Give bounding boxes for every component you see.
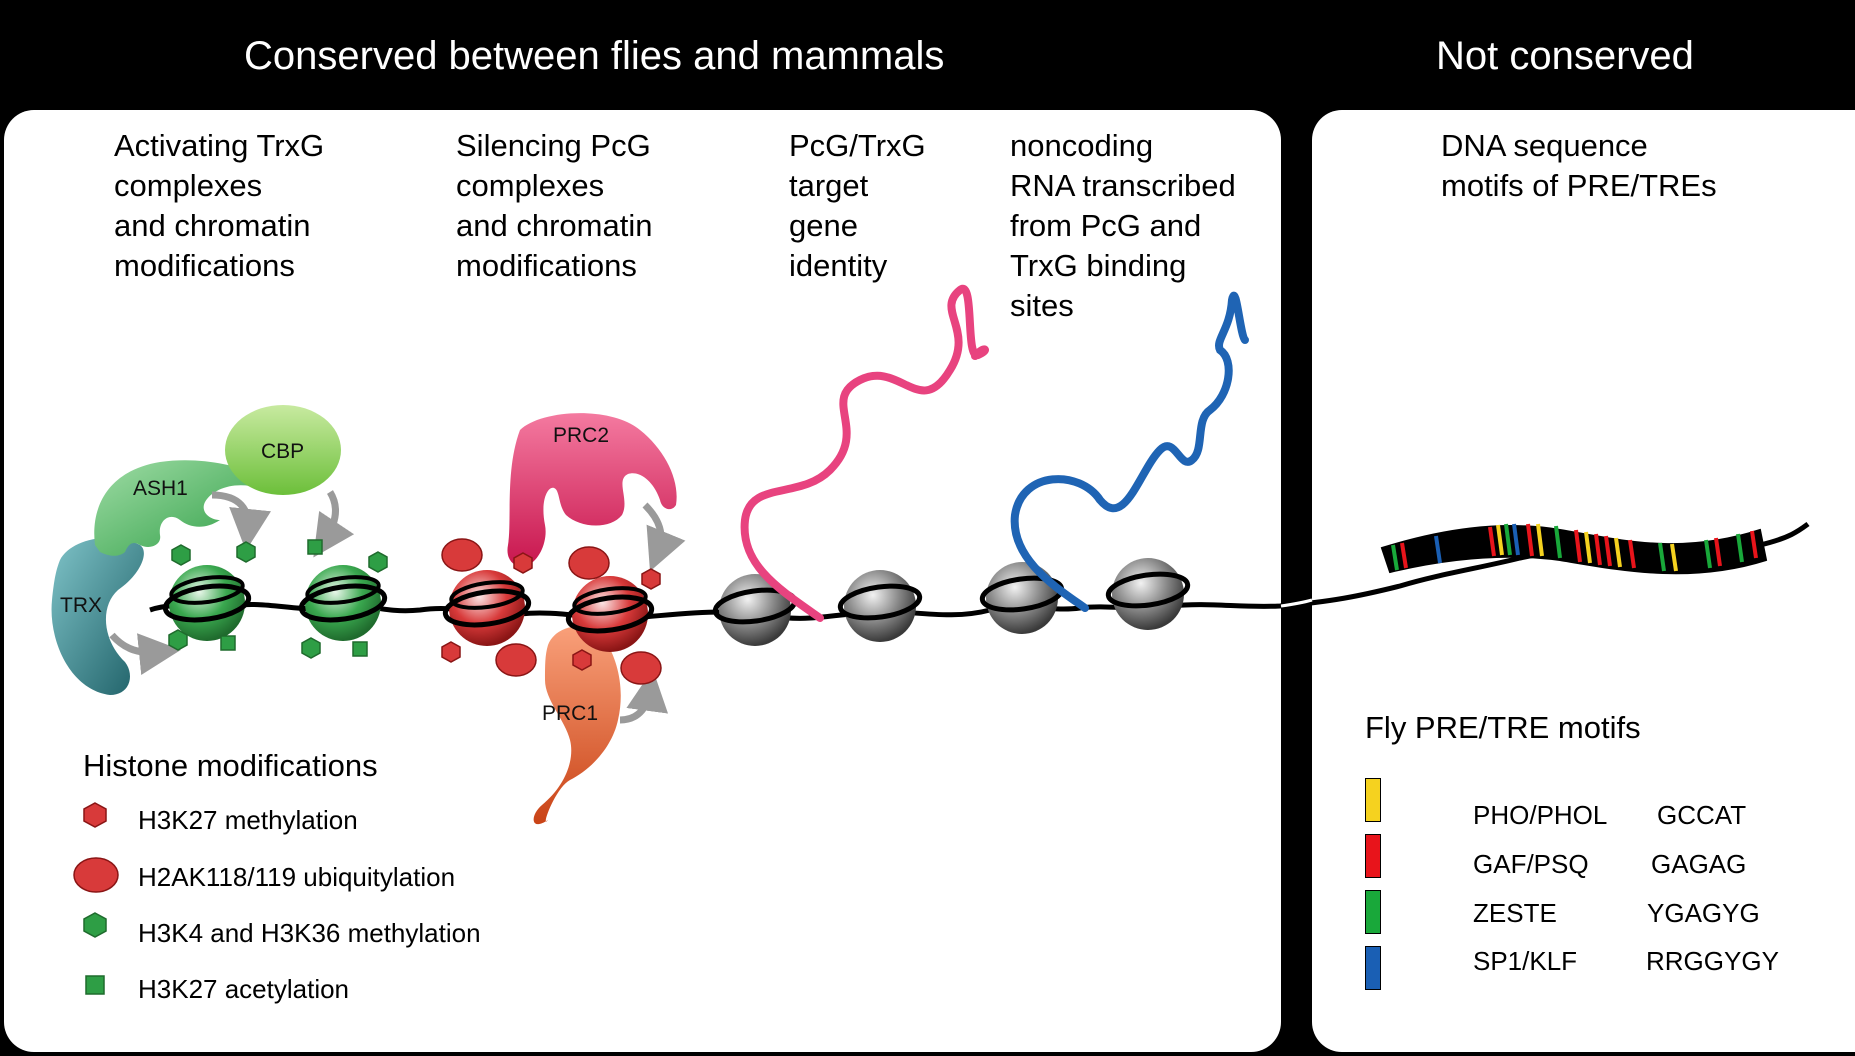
histone-legend-item-1: H3K27 methylation <box>138 805 358 835</box>
nucleosome-silenced-1 <box>442 570 532 646</box>
nucleosome-ncrna-1 <box>979 562 1065 634</box>
nucleosome-active-1 <box>162 565 252 641</box>
motif-name: ZESTE <box>1473 898 1557 928</box>
column-dna-text: DNA sequence motifs of PRE/TREs <box>1441 128 1717 203</box>
histone-legend-item-4: H3K27 acetylation <box>138 974 350 1004</box>
prc1-complex: PRC1 <box>533 626 621 825</box>
motif-bars <box>1391 523 1758 572</box>
prc2-complex: PRC2 <box>507 413 677 567</box>
panel-gap <box>1281 560 1312 620</box>
nucleosome-target-1 <box>712 574 798 646</box>
not-conserved-panel <box>1312 110 1855 1052</box>
activity-arrows <box>109 490 686 724</box>
red-hexagon-icon <box>83 802 107 828</box>
column-target-text: PcG/TrxG target gene identity <box>789 128 926 283</box>
cbp-complex: CBP <box>225 405 341 495</box>
rna-pink <box>740 284 989 622</box>
rna-blue <box>1010 292 1249 612</box>
trx-label: TRX <box>60 594 102 617</box>
trx-complex: TRX <box>51 537 144 695</box>
motif-sequence: RRGGYGY <box>1646 946 1779 976</box>
histone-legend-icons <box>73 802 119 995</box>
motif-legend-title: Fly PRE/TRE motifs <box>1365 710 1641 745</box>
histone-legend-title: Histone modifications <box>83 748 378 783</box>
motif-sequence: YGAGYG <box>1647 898 1760 928</box>
motif-swatch-red <box>1365 834 1381 878</box>
header-not-conserved: Not conserved <box>1436 34 1694 78</box>
green-square-icon <box>85 975 105 995</box>
nucleosome-silenced-2 <box>565 576 655 652</box>
motif-name: GAF/PSQ <box>1473 849 1589 879</box>
prc2-label: PRC2 <box>553 424 609 447</box>
motif-name: SP1/KLF <box>1473 946 1578 976</box>
motif-sequence: GCCAT <box>1657 800 1747 830</box>
active-marks <box>168 539 388 659</box>
dna-strand-gap <box>1280 598 1313 608</box>
motif-sequence: GAGAG <box>1651 849 1747 879</box>
histone-legend-item-2: H2AK118/119 ubiquitylation <box>138 862 456 892</box>
column-trxg-text: Activating TrxG complexes and chromatin … <box>114 128 325 283</box>
header-conserved: Conserved between flies and mammals <box>244 34 945 78</box>
motif-swatch-blue <box>1365 946 1381 990</box>
ash1-label: ASH1 <box>133 477 188 500</box>
ash1-complex: ASH1 <box>94 460 266 556</box>
cbp-label: CBP <box>261 440 304 463</box>
motif-swatch-yellow <box>1365 778 1381 822</box>
motif-name: PHO/PHOL <box>1473 800 1608 830</box>
nucleosome-ncrna-2 <box>1105 558 1191 630</box>
silencing-marks <box>441 538 662 685</box>
histone-legend-item-3: H3K4 and H3K36 methylation <box>138 918 481 948</box>
green-hexagon-icon <box>83 912 107 938</box>
motif-swatch-green <box>1365 890 1381 934</box>
nucleosome-active-2 <box>298 565 388 641</box>
red-oval-icon <box>73 857 119 893</box>
column-ncrna-text: noncoding RNA transcribed from PcG and T… <box>1010 128 1236 323</box>
nucleosome-target-2 <box>837 570 923 642</box>
column-pcg-text: Silencing PcG complexes and chromatin mo… <box>456 128 653 283</box>
dna-strand <box>149 522 1810 621</box>
prc1-label: PRC1 <box>542 702 598 725</box>
pre-tre-segment <box>1380 523 1768 575</box>
